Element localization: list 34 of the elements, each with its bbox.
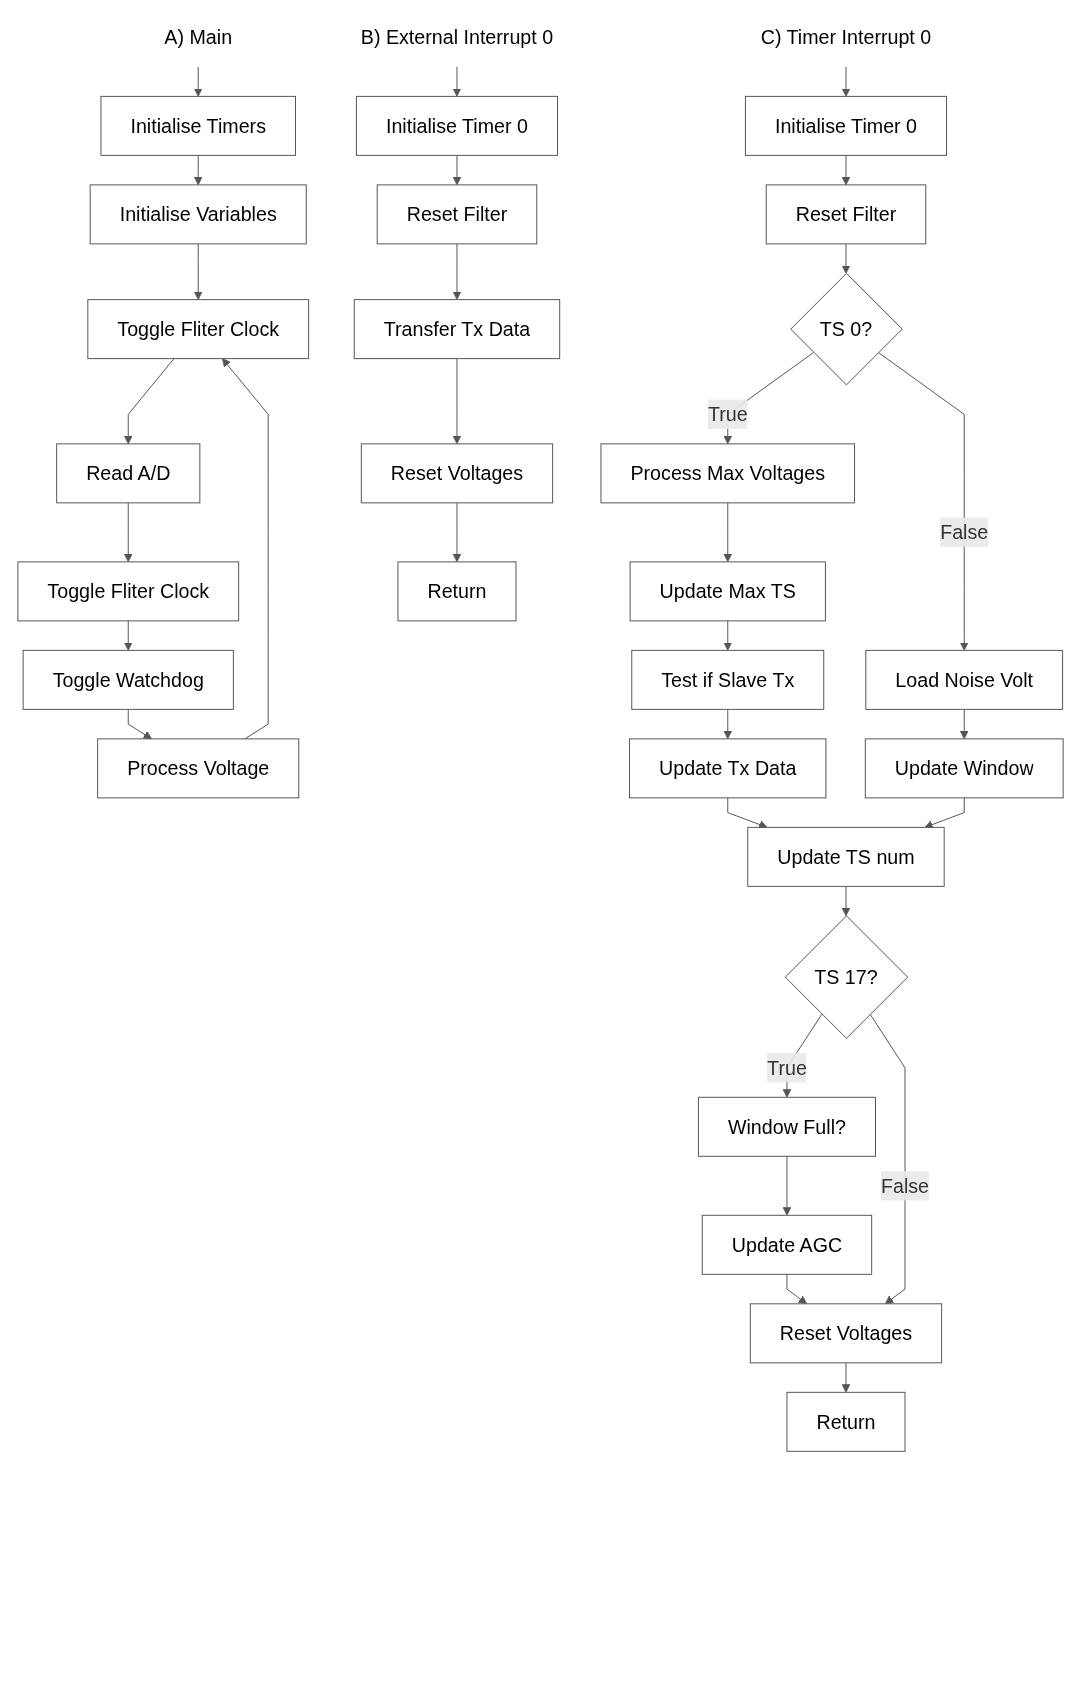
node-box: Transfer Tx Data <box>353 299 561 360</box>
node-box: Window Full? <box>697 1096 876 1157</box>
node-box: Toggle Fliter Clock <box>17 561 240 622</box>
node-box: Update Tx Data <box>629 738 827 799</box>
node-box: Initialise Timer 0 <box>744 95 947 156</box>
node-box: Load Noise Volt <box>865 649 1064 710</box>
node-box: Update AGC <box>701 1214 873 1275</box>
node-box: Initialise Timers <box>100 95 296 156</box>
node-box: Process Voltage <box>97 738 300 799</box>
node-box: Return <box>786 1391 906 1452</box>
node-box: Reset Voltages <box>749 1303 943 1364</box>
edge-label: True <box>767 1056 807 1079</box>
node-diamond: TS 17? <box>784 915 909 1039</box>
node-box: Update TS num <box>747 826 945 887</box>
node-box: Initialise Variables <box>89 184 307 245</box>
node-box: Toggle Fliter Clock <box>87 299 310 360</box>
node-diamond: TS 0? <box>790 272 903 386</box>
node-box: Read A/D <box>56 443 201 504</box>
node-box: Reset Voltages <box>360 443 554 504</box>
node-box: Reset Filter <box>376 184 538 245</box>
node-box: Return <box>397 561 517 622</box>
node-box: Initialise Timer 0 <box>355 95 558 156</box>
node-text: C) Timer Interrupt 0 <box>760 26 932 49</box>
node-box: Process Max Voltages <box>600 443 856 504</box>
node-text: A) Main <box>164 26 233 49</box>
edge-label: False <box>880 1174 930 1197</box>
edge-label: True <box>707 403 748 426</box>
node-box: Reset Filter <box>765 184 927 245</box>
node-box: Update Max TS <box>629 561 826 622</box>
node-box: Toggle Watchdog <box>22 649 234 710</box>
node-box: Test if Slave Tx <box>631 649 825 710</box>
edge-label: False <box>940 521 989 544</box>
node-box: Update Window <box>864 738 1064 799</box>
node-text: B) External Interrupt 0 <box>360 26 554 49</box>
